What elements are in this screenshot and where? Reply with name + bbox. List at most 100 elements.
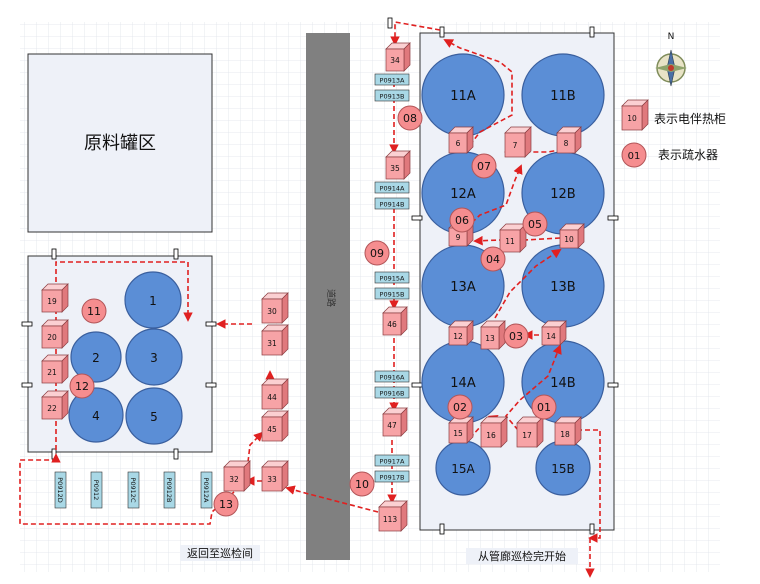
trap-04-shape bbox=[480, 246, 506, 272]
trap-07: 07 bbox=[471, 153, 497, 179]
tank-5-label: 5 bbox=[150, 410, 158, 424]
plate-p0912d-shape bbox=[54, 471, 67, 509]
cab-12: 12 bbox=[448, 320, 474, 346]
inspection-route bbox=[19, 21, 601, 578]
plate-p0915a: P0915A bbox=[374, 271, 410, 284]
cab-45-label: 45 bbox=[267, 425, 277, 434]
plate-p0916b-label: P0916B bbox=[380, 390, 405, 398]
plate-p0916a-label: P0916A bbox=[380, 374, 405, 382]
cab-30-front bbox=[261, 298, 283, 324]
tank-1: 1 bbox=[124, 271, 182, 329]
cab-30: 30 bbox=[261, 292, 289, 324]
cab-32-label: 32 bbox=[229, 475, 239, 484]
gate-marker-5 bbox=[173, 248, 179, 260]
cab-46-label: 46 bbox=[387, 320, 397, 329]
cab-17-front bbox=[516, 422, 538, 448]
legend-cabinet-text: 表示电伴热柜 bbox=[654, 112, 726, 126]
trap-06-shape bbox=[449, 207, 475, 233]
gate-marker-4 bbox=[51, 248, 57, 260]
cab-7-front bbox=[504, 132, 526, 158]
cab-10: 10 bbox=[559, 223, 585, 249]
cab-11-label: 11 bbox=[505, 237, 515, 246]
plate-p0912b-label: P0912B bbox=[165, 478, 173, 503]
cab-7: 7 bbox=[504, 126, 532, 158]
gate-marker-6 bbox=[51, 448, 57, 460]
plate-p0914b-label: P0914B bbox=[380, 201, 405, 209]
trap-11-shape bbox=[81, 298, 107, 324]
route-segment-16 bbox=[285, 485, 379, 513]
trap-05-shape bbox=[522, 211, 548, 237]
route-segment-8 bbox=[465, 164, 523, 229]
cab-113-front bbox=[378, 506, 402, 532]
tank-11b-label: 11B bbox=[550, 89, 575, 104]
cab-32-front bbox=[223, 466, 245, 492]
plate-p0916b: P0916B bbox=[374, 386, 410, 399]
trap-12: 12 bbox=[69, 373, 95, 399]
tank-4: 4 bbox=[68, 387, 124, 443]
cab-35-front bbox=[385, 156, 405, 180]
tank-15b-label: 15B bbox=[551, 462, 575, 476]
cab-14-front bbox=[541, 326, 561, 346]
gate-marker-2 bbox=[589, 26, 595, 38]
cab-17: 17 bbox=[516, 416, 544, 448]
cab-15-front bbox=[448, 422, 468, 444]
cab-31-front bbox=[261, 330, 283, 356]
gate-marker-8 bbox=[21, 321, 33, 327]
cab-21-label: 21 bbox=[47, 368, 57, 377]
compass: N bbox=[655, 32, 687, 87]
cab-14-label: 14 bbox=[546, 332, 556, 341]
legend-trap-sample: 01 bbox=[628, 151, 641, 162]
trap-10-shape bbox=[349, 471, 375, 497]
cab-46-front bbox=[382, 312, 402, 336]
plate-p0912: P0912 bbox=[90, 471, 103, 509]
trap-09: 09 bbox=[364, 240, 390, 266]
plate-p0916a: P0916A bbox=[374, 370, 410, 383]
cab-33-label: 33 bbox=[267, 475, 277, 484]
cab-18-label: 18 bbox=[560, 430, 570, 439]
tank-14a-label: 14A bbox=[450, 376, 476, 391]
cab-31: 31 bbox=[261, 324, 289, 356]
bottom-left-label: 返回至巡检间 bbox=[187, 546, 253, 560]
cab-31-label: 31 bbox=[267, 339, 277, 348]
route-segment-2 bbox=[577, 429, 601, 543]
trap-07-label: 07 bbox=[477, 160, 491, 173]
cab-10-front bbox=[559, 229, 579, 249]
cab-18: 18 bbox=[554, 416, 582, 446]
cab-113-label: 113 bbox=[383, 515, 398, 524]
cab-22-label: 22 bbox=[47, 404, 57, 413]
trap-06-label: 06 bbox=[455, 214, 469, 227]
plate-p0913a: P0913A bbox=[374, 73, 410, 86]
trap-11-label: 11 bbox=[87, 305, 101, 318]
trap-02: 02 bbox=[447, 394, 473, 420]
plate-p0914b-shape bbox=[374, 197, 410, 210]
cab-16-label: 16 bbox=[486, 431, 496, 440]
trap-03: 03 bbox=[503, 323, 529, 349]
tank-4-shape bbox=[68, 387, 124, 443]
tank-3-shape bbox=[125, 328, 183, 386]
cab-34-front bbox=[385, 48, 405, 72]
tank-13b: 13B bbox=[521, 244, 605, 328]
plate-p0917b-label: P0917B bbox=[380, 474, 405, 482]
cab-34-label: 34 bbox=[390, 56, 400, 65]
cab-46: 46 bbox=[382, 306, 408, 336]
tank-11a: 11A bbox=[421, 53, 505, 137]
cab-13-label: 13 bbox=[485, 334, 495, 343]
plate-p0912a: P0912A bbox=[200, 471, 213, 509]
plate-p0912d: P0912D bbox=[54, 471, 67, 509]
cab-10-label: 10 bbox=[564, 235, 574, 244]
cab-47-label: 47 bbox=[387, 421, 397, 430]
trap-07-shape bbox=[471, 153, 497, 179]
gate-markers bbox=[21, 17, 619, 535]
road bbox=[306, 33, 350, 560]
gate-marker-17 bbox=[589, 523, 595, 535]
gate-marker-10 bbox=[21, 382, 33, 388]
cab-113: 113 bbox=[378, 500, 408, 532]
cab-8-label: 8 bbox=[564, 139, 569, 148]
gate-marker-13 bbox=[607, 215, 619, 221]
route-segment-22 bbox=[247, 431, 264, 463]
tank-1-shape bbox=[124, 271, 182, 329]
cab-13-front bbox=[480, 326, 500, 350]
cab-6: 6 bbox=[448, 126, 474, 154]
legend-cabinet-icon: 10 bbox=[621, 99, 649, 131]
plate-p0914b: P0914B bbox=[374, 197, 410, 210]
